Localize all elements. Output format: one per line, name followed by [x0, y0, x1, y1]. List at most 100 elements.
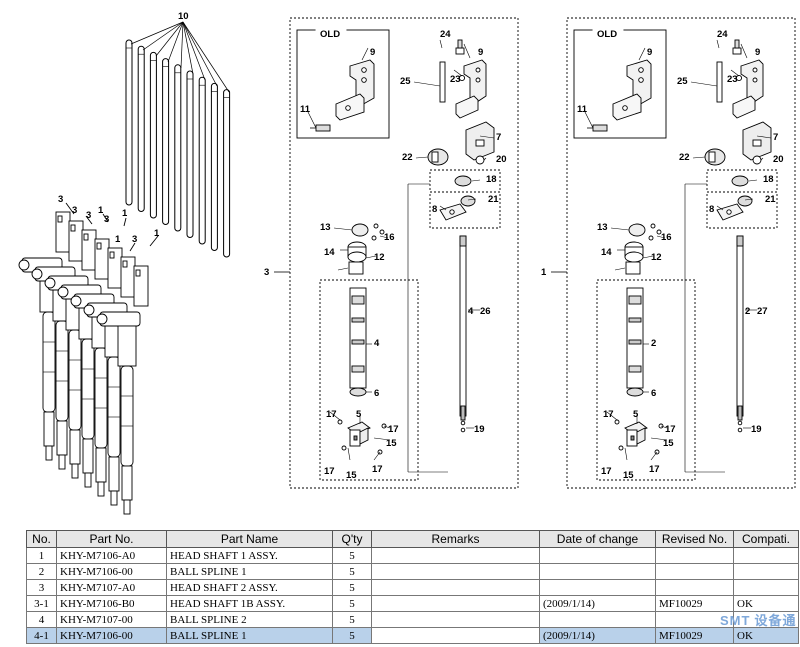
shaft-rod — [162, 58, 170, 225]
cell-part-no: KHY-M7107-A0 — [56, 579, 167, 596]
callout-10: 10 — [178, 11, 189, 22]
cell-no: 2 — [26, 563, 57, 580]
cell-no: 4-1 — [26, 627, 57, 644]
callout-1b: 1 — [122, 208, 128, 219]
part-label: 21 — [488, 194, 499, 205]
cell-revised — [655, 563, 734, 580]
part-label: 21 — [765, 194, 776, 205]
part-label: 18 — [486, 174, 497, 185]
part-label: 25 — [677, 76, 688, 87]
part-label: 17 — [649, 464, 660, 475]
part-label: 17 — [372, 464, 383, 475]
part-label: 20 — [496, 154, 507, 165]
head-unit — [96, 265, 149, 515]
cell-part-name: BALL SPLINE 2 — [166, 611, 333, 628]
cell-no: 3 — [26, 579, 57, 596]
part-label: 14 — [324, 247, 335, 258]
head-unit-assembly — [18, 202, 159, 515]
cell-date — [539, 547, 656, 564]
cell-date — [539, 563, 656, 580]
part-label: 27 — [757, 306, 768, 317]
part-label: 16 — [661, 232, 672, 243]
cell-part-no: KHY-M7106-00 — [56, 627, 167, 644]
part-label: 7 — [773, 132, 778, 143]
col-part-no: Part No. — [56, 530, 167, 548]
part-label: 24 — [717, 29, 728, 40]
callout-1a: 1 — [98, 205, 104, 216]
shaft-rod — [149, 51, 157, 219]
cell-part-no: KHY-M7106-B0 — [56, 595, 167, 612]
part-label: 13 — [320, 222, 331, 233]
part-label: 12 — [651, 252, 662, 263]
part-label: 8 — [432, 204, 437, 215]
cell-revised: MF10029 — [655, 627, 734, 644]
part-label: 9 — [647, 47, 652, 58]
table-row[interactable]: 3-1 KHY-M7106-B0 HEAD SHAFT 1B ASSY. 5 (… — [26, 595, 799, 612]
callout-3e: 3 — [132, 234, 137, 245]
cell-part-name: HEAD SHAFT 1 ASSY. — [166, 547, 333, 564]
cell-compat — [733, 547, 799, 564]
cell-qty: 5 — [332, 563, 372, 580]
cell-qty: 5 — [332, 595, 372, 612]
part-label: 16 — [384, 232, 395, 243]
part-label: 12 — [374, 252, 385, 263]
cell-compat — [733, 563, 799, 580]
part-label: 17 — [388, 424, 399, 435]
cell-part-name: BALL SPLINE 1 — [166, 563, 333, 580]
table-header-row: No. Part No. Part Name Q'ty Remarks Date… — [26, 530, 799, 548]
shaft-rod — [223, 89, 231, 258]
old-label: OLD — [597, 29, 617, 40]
part-label: 13 — [597, 222, 608, 233]
cell-compat: OK — [733, 627, 799, 644]
col-qty: Q'ty — [332, 530, 372, 548]
cell-part-no: KHY-M7107-00 — [56, 611, 167, 628]
part-label: 25 — [400, 76, 411, 87]
part-label: 22 — [402, 152, 413, 163]
cell-part-name: HEAD SHAFT 1B ASSY. — [166, 595, 333, 612]
cell-qty: 5 — [332, 579, 372, 596]
cell-remarks — [371, 547, 540, 564]
table-row[interactable]: 1 KHY-M7106-A0 HEAD SHAFT 1 ASSY. 5 — [26, 547, 799, 564]
cell-remarks — [371, 579, 540, 596]
part-label: 7 — [496, 132, 501, 143]
cell-compat — [733, 579, 799, 596]
cell-part-name: HEAD SHAFT 2 ASSY. — [166, 579, 333, 596]
cell-part-name: BALL SPLINE 1 — [166, 627, 333, 644]
shaft-bundle — [125, 21, 231, 258]
cell-part-no: KHY-M7106-A0 — [56, 547, 167, 564]
cell-date: (2009/1/14) — [539, 595, 656, 612]
part-label: 14 — [601, 247, 612, 258]
old-label: OLD — [320, 29, 340, 40]
part-label: 4 — [374, 338, 380, 349]
table-row-selected[interactable]: 4-1 KHY-M7106-00 BALL SPLINE 1 5 (2009/1… — [26, 627, 799, 644]
part-label: 9 — [755, 47, 760, 58]
part-label: 26 — [480, 306, 491, 317]
cell-date: (2009/1/14) — [539, 627, 656, 644]
col-part-name: Part Name — [166, 530, 333, 548]
callout-1c: 1 — [115, 234, 121, 245]
table-row[interactable]: 2 KHY-M7106-00 BALL SPLINE 1 5 — [26, 563, 799, 580]
part-label: 17 — [603, 409, 614, 420]
part-label: 15 — [386, 438, 397, 449]
cell-date — [539, 579, 656, 596]
table-row[interactable]: 3 KHY-M7107-A0 HEAD SHAFT 2 ASSY. 5 — [26, 579, 799, 596]
part-label: 15 — [623, 470, 634, 481]
cell-remarks — [371, 611, 540, 628]
part-label: 22 — [679, 152, 690, 163]
part-label: 4 — [468, 306, 474, 317]
part-label: 17 — [324, 466, 335, 477]
assembly-label: 3 — [264, 267, 269, 278]
cell-qty: 5 — [332, 547, 372, 564]
cell-remarks — [371, 627, 540, 644]
part-label: 2 — [651, 338, 656, 349]
table-row[interactable]: 4 KHY-M7107-00 BALL SPLINE 2 5 — [26, 611, 799, 628]
part-label: 5 — [633, 409, 639, 420]
part-label: 24 — [440, 29, 451, 40]
part-label: 19 — [474, 424, 485, 435]
part-label: 11 — [300, 104, 311, 115]
part-label: 15 — [346, 470, 357, 481]
